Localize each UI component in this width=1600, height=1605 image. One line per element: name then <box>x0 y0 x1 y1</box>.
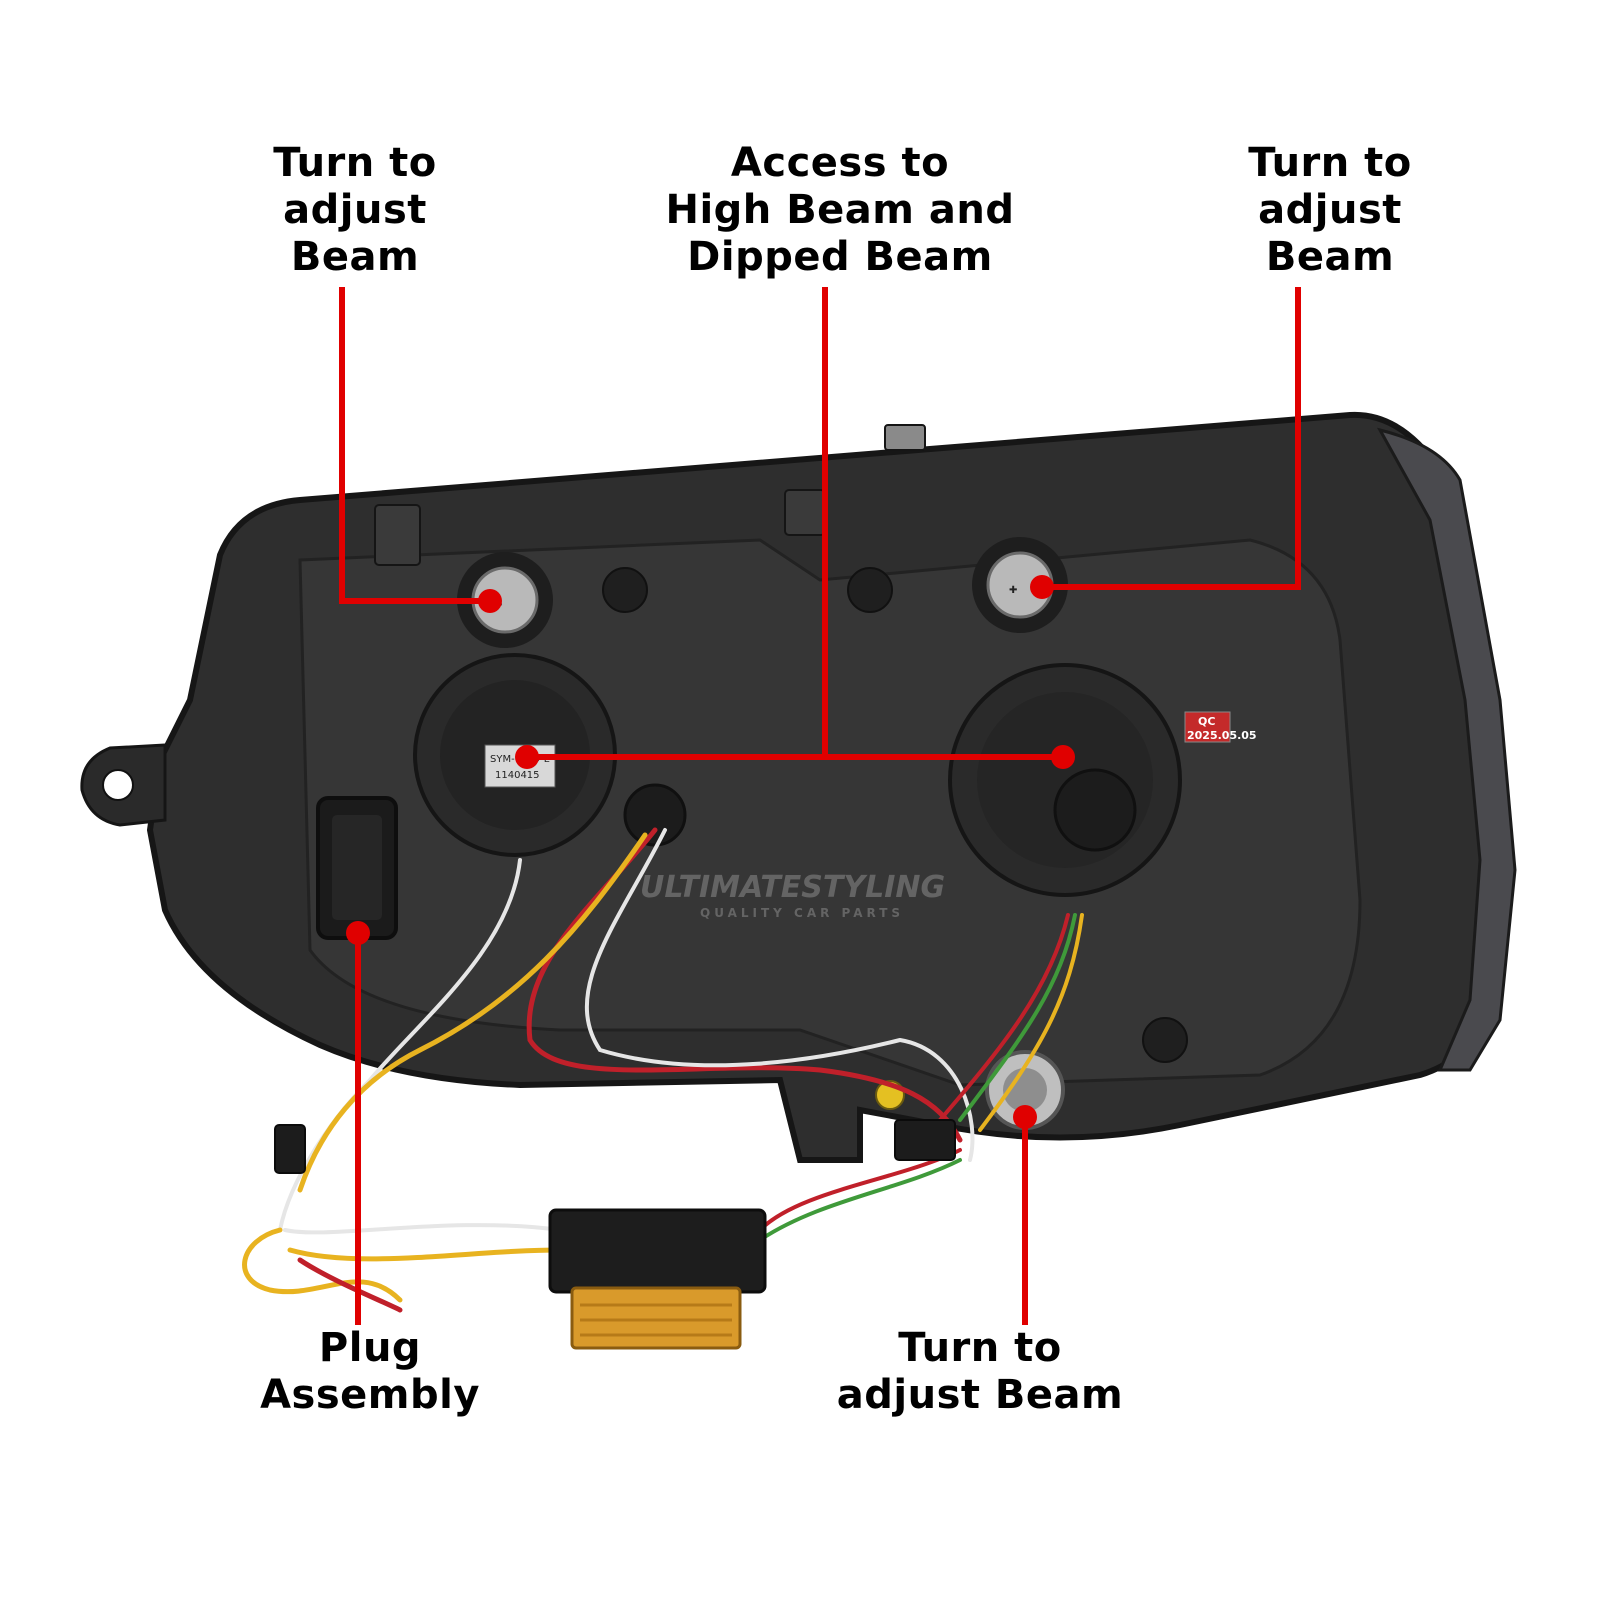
callout-lines <box>339 287 1301 1325</box>
callout-dot-top-center-left <box>515 745 539 769</box>
control-module <box>548 1208 767 1294</box>
blank-plug <box>1142 1017 1188 1063</box>
callout-label-top-left: Turn to adjust Beam <box>273 140 437 280</box>
watermark-tagline: QUALITY CAR PARTS <box>700 906 904 920</box>
callout-dot-top-left <box>478 589 502 613</box>
callout-dots <box>346 575 1075 1129</box>
wire-connector <box>894 1119 956 1161</box>
qc-sticker: QC 2025.05.05 <box>1184 711 1257 743</box>
bulb-cap-left: SYM-1039-L 1140415 <box>413 653 687 857</box>
callout-label-bottom-right: Turn to adjust Beam <box>836 1325 1124 1418</box>
bulb-cap-right <box>948 663 1182 897</box>
wire-connector <box>274 1124 306 1174</box>
qc-label: QC <box>1198 715 1215 728</box>
mounting-tab <box>80 743 167 827</box>
callout-dot-top-right <box>1030 575 1054 599</box>
wiring-harness <box>242 827 1084 1313</box>
load-resistor <box>570 1286 742 1350</box>
callout-label-bottom-left: Plug Assembly <box>260 1325 480 1418</box>
blank-plug <box>602 567 648 613</box>
callout-dot-bottom-right <box>1013 1105 1037 1129</box>
watermark: ULTIMATESTYLING QUALITY CAR PARTS <box>640 870 945 920</box>
qc-date: 2025.05.05 <box>1187 729 1257 742</box>
top-clip <box>784 489 826 536</box>
top-clip <box>374 504 421 566</box>
top-clip <box>884 424 926 451</box>
blank-plug <box>847 567 893 613</box>
callout-label-top-center: Access to High Beam and Dipped Beam <box>665 140 1015 280</box>
callout-line-top-left <box>339 287 490 604</box>
callout-label-top-right: Turn to adjust Beam <box>1248 140 1412 280</box>
callout-dot-bottom-left <box>346 921 370 945</box>
watermark-brand: ULTIMATESTYLING <box>640 870 945 905</box>
headlamp-lens-edge <box>1377 427 1517 1072</box>
svg-text:✚: ✚ <box>1009 585 1017 596</box>
callout-dot-top-center-right <box>1051 745 1075 769</box>
plug-connector <box>316 796 398 940</box>
callout-line-top-right <box>1042 287 1301 590</box>
bulb-label-text: 1140415 <box>495 770 540 781</box>
